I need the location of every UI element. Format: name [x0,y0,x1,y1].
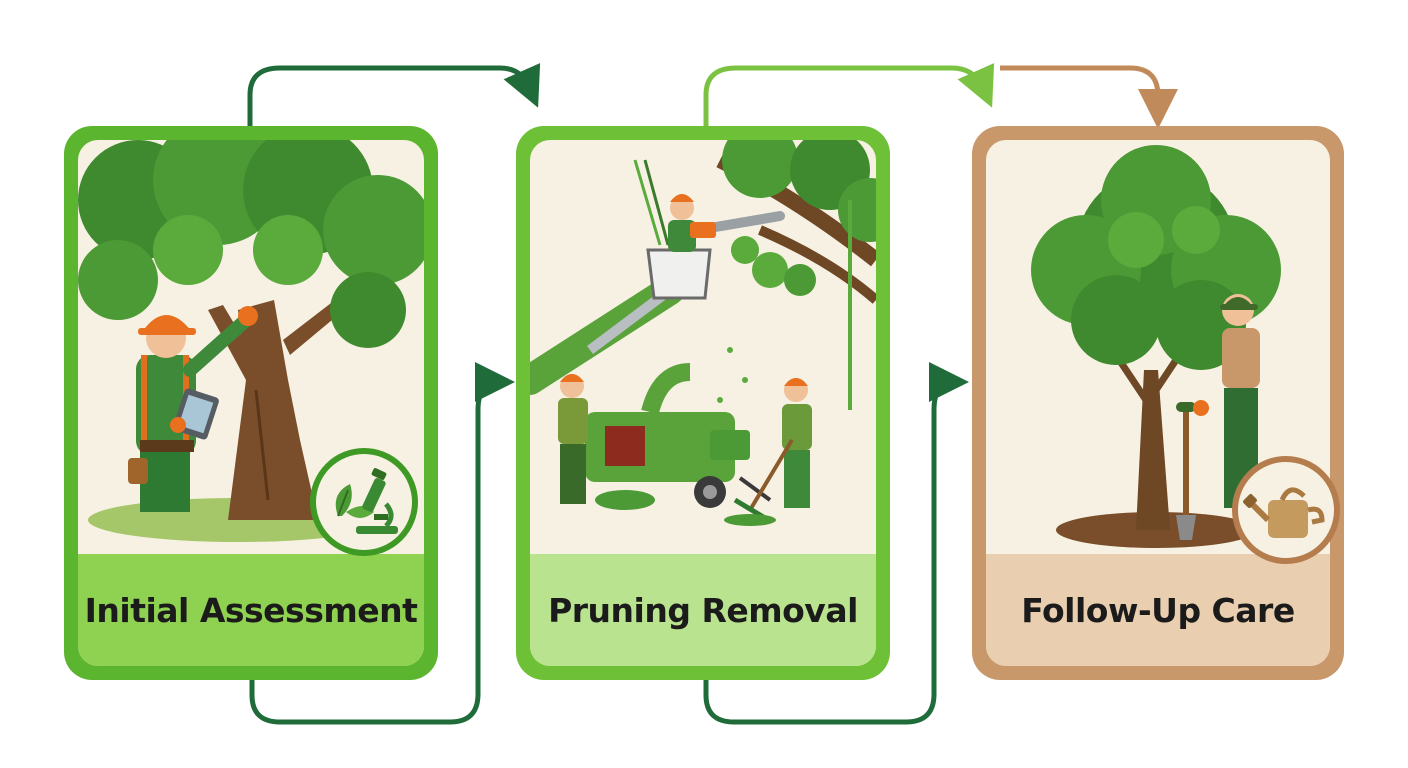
arrow-bottom-1-to-2 [249,362,515,725]
step-title-pruning-removal: Pruning Removal [548,590,858,630]
step-title-follow-up-care: Follow-Up Care [1021,590,1295,630]
arborist-inspecting-tree-illustration [78,140,424,542]
pruning-and-chipper-illustration [530,140,876,526]
step-card-initial-assessment: Initial Assessment [64,126,438,680]
step-card-pruning-removal: Pruning Removal [516,126,890,680]
step-label-band: Initial Assessment [78,554,424,666]
arrow-top-2-to-3 [703,63,995,126]
arrow-into-follow-up [1000,65,1178,129]
arrow-bottom-2-to-3 [703,362,969,725]
leaf-microscope-icon [310,448,418,556]
arrow-top-1-to-2 [247,63,541,126]
watering-can-icon [1232,456,1340,564]
step-label-band: Follow-Up Care [986,554,1330,666]
step-title-initial-assessment: Initial Assessment [84,590,418,630]
follow-up-care-illustration [1031,145,1281,548]
step-label-band: Pruning Removal [530,554,876,666]
step-card-follow-up-care: Follow-Up Care [972,126,1344,680]
